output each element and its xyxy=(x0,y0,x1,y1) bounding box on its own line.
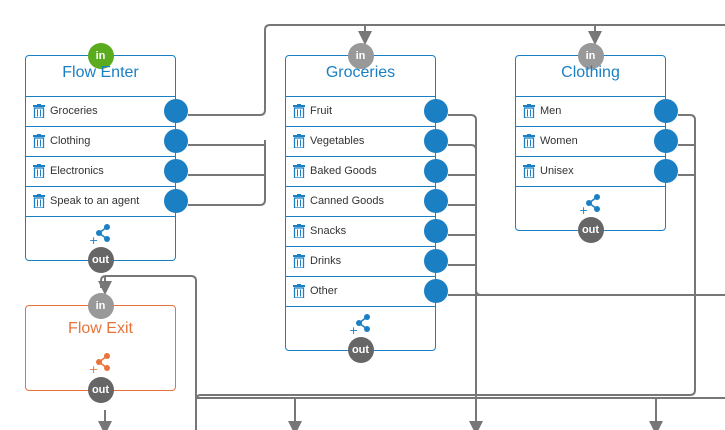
output-port[interactable] xyxy=(424,219,448,243)
item-label: Vegetables xyxy=(310,135,365,147)
item-label: Snacks xyxy=(310,225,347,237)
list-item[interactable]: Electronics xyxy=(26,156,188,186)
output-port[interactable] xyxy=(424,129,448,153)
output-port[interactable] xyxy=(424,279,448,303)
out-badge[interactable]: out xyxy=(577,217,604,243)
share-icon[interactable]: + xyxy=(579,193,603,215)
output-port[interactable] xyxy=(164,159,188,183)
share-icon[interactable]: + xyxy=(89,223,113,245)
output-port[interactable] xyxy=(424,159,448,183)
output-port[interactable] xyxy=(424,189,448,213)
output-port[interactable] xyxy=(654,99,678,123)
item-label: Electronics xyxy=(50,165,104,177)
item-label: Unisex xyxy=(540,165,574,177)
out-badge[interactable]: out xyxy=(87,377,114,403)
item-label: Speak to an agent xyxy=(50,195,140,207)
connector-right-bus xyxy=(475,289,482,296)
list-item[interactable]: Clothing xyxy=(26,126,188,156)
list-item[interactable]: Other xyxy=(286,276,448,306)
trash-icon[interactable] xyxy=(33,194,45,208)
item-label: Men xyxy=(540,105,562,117)
item-label: Groceries xyxy=(50,105,98,117)
node-footer: + xyxy=(286,306,435,350)
connector-groceries xyxy=(188,24,725,116)
list-item[interactable]: Unisex xyxy=(516,156,678,186)
node-title: Flow Exit xyxy=(68,320,133,337)
trash-icon[interactable] xyxy=(293,134,305,148)
out-badge[interactable]: out xyxy=(87,247,114,273)
connector-agent xyxy=(188,140,266,206)
list-item[interactable]: Women xyxy=(516,126,678,156)
share-icon[interactable]: + xyxy=(89,352,113,374)
output-port[interactable] xyxy=(424,99,448,123)
item-label: Clothing xyxy=(50,135,91,147)
in-badge[interactable]: in xyxy=(87,43,114,69)
list-item[interactable]: Speak to an agent xyxy=(26,186,188,216)
list-item[interactable]: Groceries xyxy=(26,96,188,126)
node-footer: + xyxy=(26,216,175,260)
trash-icon[interactable] xyxy=(293,194,305,208)
node-title: Groceries xyxy=(325,64,396,81)
node-title: Flow Enter xyxy=(62,64,139,81)
list-item[interactable]: Canned Goods xyxy=(286,186,448,216)
svg-text:+: + xyxy=(349,324,358,335)
trash-icon[interactable] xyxy=(33,164,45,178)
list-item[interactable]: Vegetables xyxy=(286,126,448,156)
svg-text:+: + xyxy=(89,234,98,245)
node-title: Clothing xyxy=(561,64,620,81)
clothing-node[interactable]: in Clothing Men Women Unisex + out xyxy=(515,43,678,243)
in-badge[interactable]: in xyxy=(347,43,374,69)
flow-exit-node[interactable]: in Flow Exit + out xyxy=(25,293,176,403)
item-label: Canned Goods xyxy=(310,195,384,207)
out-badge[interactable]: out xyxy=(347,337,374,363)
output-port[interactable] xyxy=(654,159,678,183)
list-item[interactable]: Baked Goods xyxy=(286,156,448,186)
item-label: Drinks xyxy=(310,255,342,267)
trash-icon[interactable] xyxy=(293,164,305,178)
trash-icon[interactable] xyxy=(293,284,305,298)
flow-enter-node[interactable]: in Flow Enter Groceries Clothing Electro… xyxy=(25,43,188,273)
trash-icon[interactable] xyxy=(523,164,535,178)
connector-enter-out xyxy=(100,275,197,430)
item-label: Fruit xyxy=(310,105,332,117)
share-icon[interactable]: + xyxy=(349,313,373,335)
trash-icon[interactable] xyxy=(523,134,535,148)
list-item[interactable]: Drinks xyxy=(286,246,448,276)
output-port[interactable] xyxy=(164,129,188,153)
in-badge[interactable]: in xyxy=(87,293,114,319)
output-port[interactable] xyxy=(654,129,678,153)
trash-icon[interactable] xyxy=(293,254,305,268)
connector-men xyxy=(195,114,696,401)
node-footer: + xyxy=(516,186,665,230)
trash-icon[interactable] xyxy=(523,104,535,118)
list-item[interactable]: Fruit xyxy=(286,96,448,126)
connector-fruit xyxy=(448,114,477,430)
output-port[interactable] xyxy=(164,99,188,123)
item-label: Women xyxy=(540,135,578,147)
list-item[interactable]: Men xyxy=(516,96,678,126)
trash-icon[interactable] xyxy=(33,104,45,118)
list-item[interactable]: Snacks xyxy=(286,216,448,246)
trash-icon[interactable] xyxy=(293,104,305,118)
groceries-node[interactable]: in Groceries Fruit Vegetables Baked Good… xyxy=(285,43,448,363)
svg-text:+: + xyxy=(89,363,98,374)
in-badge[interactable]: in xyxy=(577,43,604,69)
trash-icon[interactable] xyxy=(33,134,45,148)
svg-text:+: + xyxy=(579,204,588,215)
item-label: Baked Goods xyxy=(310,165,377,177)
connector-vegetables xyxy=(448,144,477,151)
item-label: Other xyxy=(310,285,338,297)
output-port[interactable] xyxy=(424,249,448,273)
output-port[interactable] xyxy=(164,189,188,213)
trash-icon[interactable] xyxy=(293,224,305,238)
